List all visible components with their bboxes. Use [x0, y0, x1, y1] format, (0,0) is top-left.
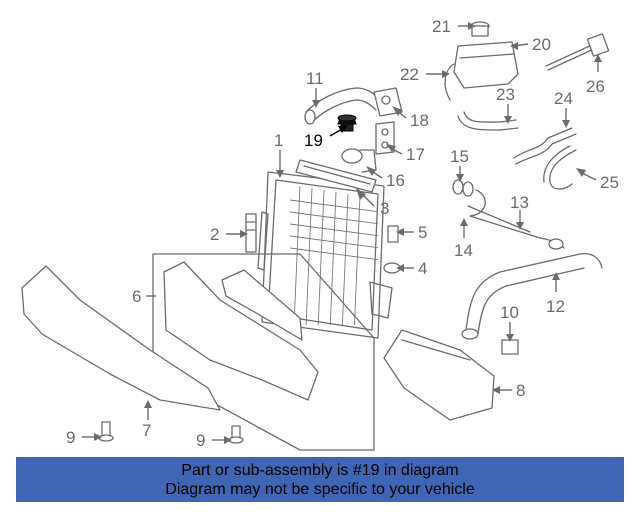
hose-25 [549, 149, 577, 190]
push-pin-9b [228, 425, 244, 444]
callout-8: 8 [516, 381, 525, 400]
callout-13: 13 [510, 193, 529, 212]
callout-5: 5 [418, 223, 427, 242]
air-deflector-7 [21, 265, 221, 411]
callout-11: 11 [306, 69, 324, 88]
callout-23: 23 [496, 85, 515, 104]
push-pin-9a [98, 421, 114, 442]
callout-25: 25 [600, 173, 619, 192]
callout-18: 18 [410, 111, 429, 130]
callout-20: 20 [532, 35, 551, 54]
banner-line-1: Part or sub-assembly is #19 in diagram [181, 461, 459, 479]
hose-23-inner [463, 111, 517, 123]
expansion-tank [453, 21, 519, 89]
lower-hose [461, 252, 603, 340]
callout-9b: 9 [196, 431, 205, 450]
callout-6: 6 [132, 287, 141, 306]
callout-labels: 1 2 3 4 5 6 7 8 9 9 10 11 12 13 14 15 16… [66, 17, 619, 450]
upper-bracket [295, 159, 377, 193]
gaskets-15 [452, 179, 474, 197]
callout-7: 7 [142, 421, 151, 440]
hose-24-inner [515, 133, 577, 165]
callout-26: 26 [586, 77, 605, 96]
clip-10 [501, 339, 519, 355]
callout-1: 1 [274, 131, 283, 150]
callout-16: 16 [386, 171, 405, 190]
radiator-cap-19 [337, 114, 357, 132]
banner-line-2: Diagram may not be specific to your vehi… [165, 480, 475, 498]
hose-22 [444, 63, 455, 101]
callout-17: 17 [406, 145, 425, 164]
callout-4: 4 [418, 259, 427, 278]
air-guide-6 [163, 261, 319, 401]
callout-9a: 9 [66, 428, 75, 447]
radiator [257, 171, 393, 339]
bolt-5 [387, 225, 399, 243]
callout-21: 21 [432, 17, 451, 36]
hose-24 [513, 127, 573, 159]
hose-23 [457, 115, 519, 131]
hose-25-inner [543, 145, 571, 183]
shroud-8 [383, 329, 495, 421]
callout-3: 3 [380, 199, 389, 218]
callout-19: 19 [304, 131, 323, 150]
callout-2: 2 [210, 225, 219, 244]
callout-24: 24 [554, 89, 573, 108]
parts-diagram: 1 2 3 4 5 6 7 8 9 9 10 11 12 13 14 15 16… [21, 17, 619, 451]
callout-12: 12 [546, 297, 565, 316]
bolt-2 [245, 213, 257, 253]
callout-10: 10 [500, 303, 519, 322]
info-banner: Part or sub-assembly is #19 in diagram D… [16, 457, 624, 502]
callout-15: 15 [450, 147, 469, 166]
upper-hose [304, 87, 379, 125]
sensor-26 [545, 33, 610, 71]
callout-14: 14 [454, 241, 473, 260]
leader-lines [82, 22, 602, 444]
callout-22: 22 [400, 65, 419, 84]
